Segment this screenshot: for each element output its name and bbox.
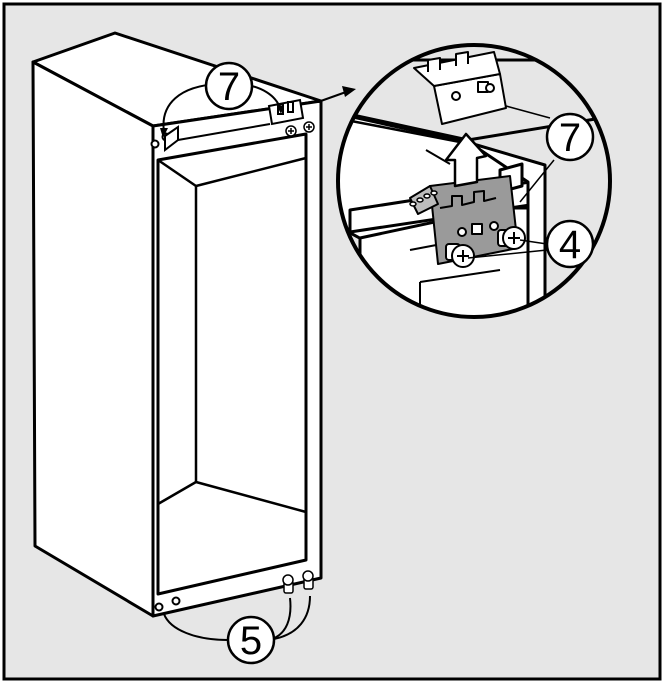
- lift-arrow-icon: [444, 132, 488, 188]
- callout-4-detail-label: 4: [559, 223, 581, 267]
- screw-holes-row: [409, 190, 438, 207]
- callout-5-bottom-label: 5: [240, 619, 262, 663]
- callout-7-top: 7: [160, 61, 284, 138]
- cabinet-opening: [156, 132, 308, 596]
- callout-7-detail: 7: [505, 105, 595, 203]
- callout-7-top-label: 7: [218, 65, 240, 109]
- lifted-bracket: [413, 51, 507, 125]
- callout-5-bottom: 5: [163, 595, 311, 665]
- detail-screws: [445, 226, 526, 268]
- callout-7-detail-label: 7: [559, 116, 581, 160]
- callout-4-detail: 4: [467, 219, 595, 269]
- top-screw-icon: [285, 121, 315, 137]
- cabinet-interior-lines: [157, 156, 307, 514]
- bottom-holes: [154, 596, 181, 612]
- cabinet-side-face: [31, 60, 155, 618]
- bottom-screw-icon: [282, 570, 314, 594]
- detail-pointer-arrow: [317, 86, 356, 103]
